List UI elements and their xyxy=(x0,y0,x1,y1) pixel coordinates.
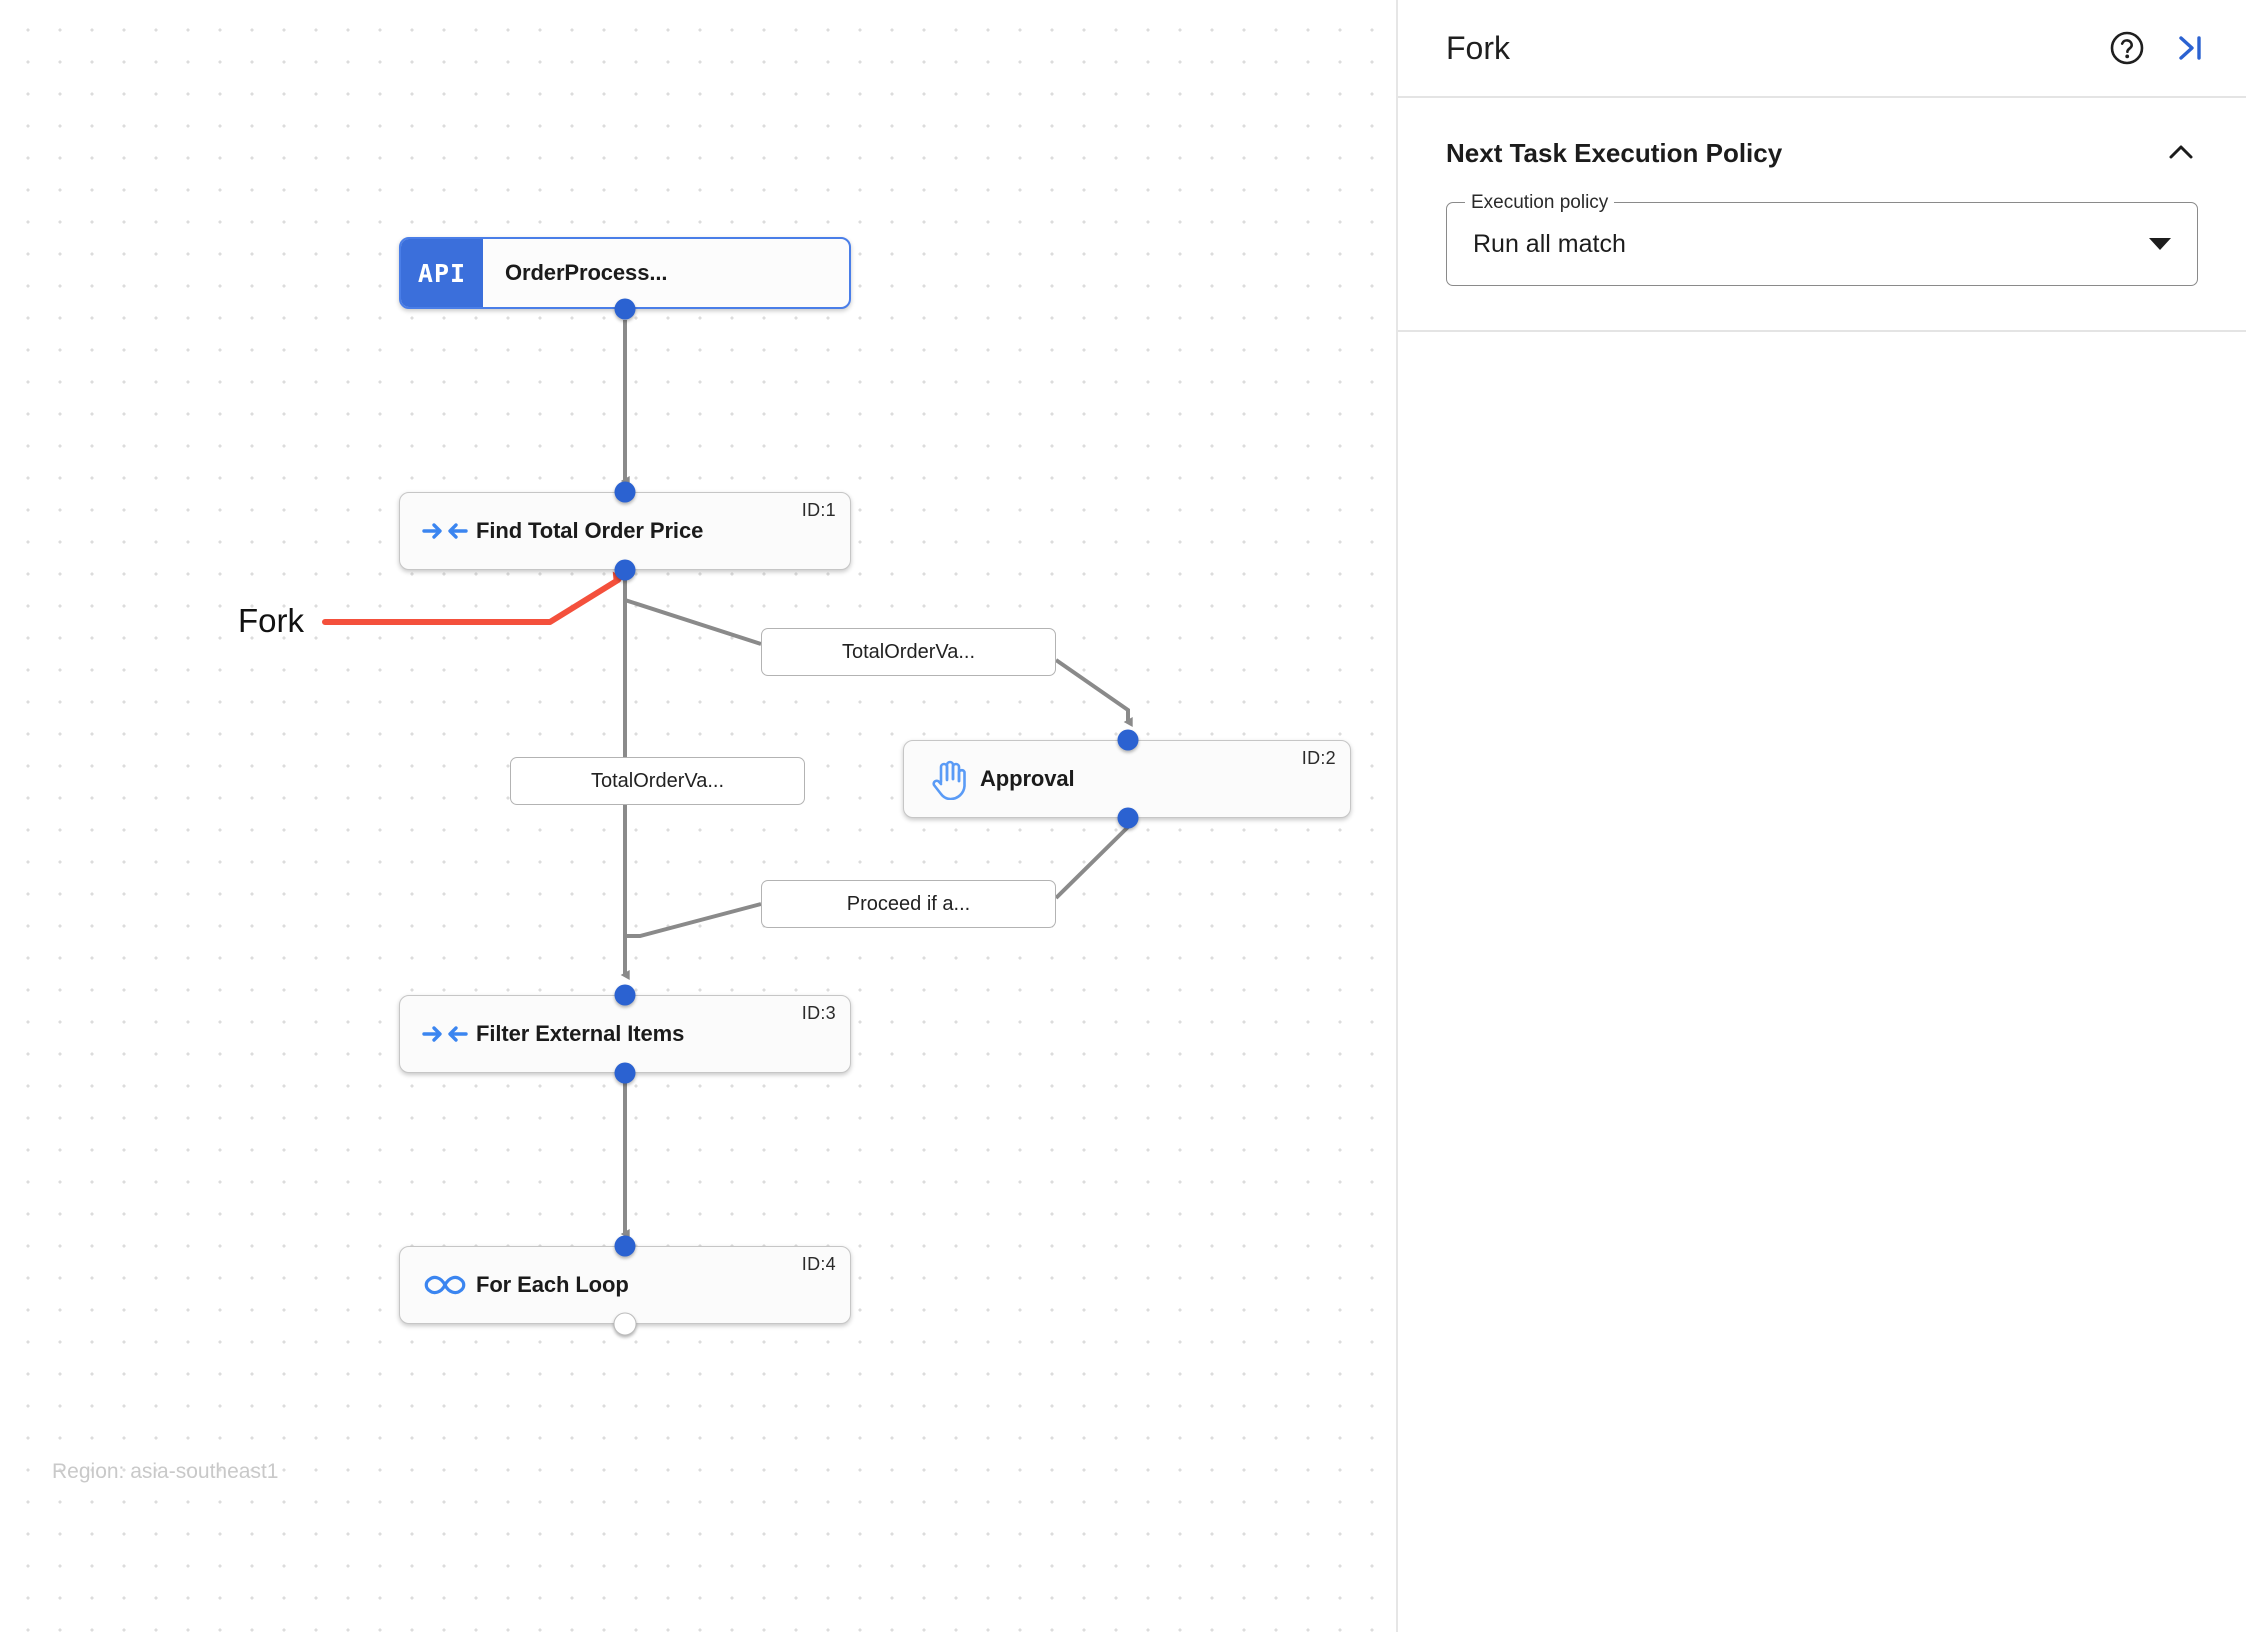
properties-panel: Fork Next Task Execution Policy xyxy=(1398,0,2246,1632)
api-badge-icon: API xyxy=(401,239,483,307)
node-id-badge: ID:4 xyxy=(801,1254,836,1274)
converge-arrows-icon xyxy=(414,1021,476,1047)
hand-approval-icon xyxy=(918,758,980,800)
node-find-total-order-price[interactable]: Find Total Order Price ID:1 xyxy=(399,492,851,570)
node-title: Find Total Order Price xyxy=(476,518,704,543)
converge-arrows-icon xyxy=(414,518,476,544)
node-port-input-filter-external-items[interactable] xyxy=(614,984,636,1006)
workflow-canvas[interactable]: API OrderProcess... Find Total Order Pri… xyxy=(0,0,1398,1632)
node-title: OrderProcess... xyxy=(505,260,668,285)
section-title: Next Task Execution Policy xyxy=(1446,137,1783,168)
page-title: Fork xyxy=(1446,29,1510,66)
execution-policy-value: Run all match xyxy=(1473,229,1626,258)
chevron-up-icon[interactable] xyxy=(2164,136,2198,170)
node-id-badge: ID:3 xyxy=(801,1003,836,1023)
node-port-input-find-total-order-price[interactable] xyxy=(614,481,636,503)
node-filter-external-items[interactable]: Filter External Items ID:3 xyxy=(399,995,851,1073)
section-header[interactable]: Next Task Execution Policy xyxy=(1446,136,2198,170)
edge-label-totalordervalue-direct[interactable]: TotalOrderVa... xyxy=(510,757,805,805)
node-approval[interactable]: Approval ID:2 xyxy=(903,740,1351,818)
node-title: For Each Loop xyxy=(476,1272,629,1297)
node-id-badge: ID:1 xyxy=(801,500,836,520)
node-port-output-approval[interactable] xyxy=(1117,807,1139,829)
node-title: Filter External Items xyxy=(476,1021,685,1046)
execution-policy-label: Execution policy xyxy=(1465,192,1615,214)
node-port-output-filter-external-items[interactable] xyxy=(614,1062,636,1084)
edge-label-proceed-if-approved[interactable]: Proceed if a... xyxy=(761,880,1056,928)
node-port-output-fork[interactable] xyxy=(614,559,636,581)
node-port-output-for-each-loop[interactable] xyxy=(613,1312,637,1336)
node-port-input-for-each-loop[interactable] xyxy=(614,1235,636,1257)
node-port-output-orderprocess[interactable] xyxy=(614,298,636,320)
annotation-label-fork: Fork xyxy=(238,602,304,639)
node-title: Approval xyxy=(980,766,1075,791)
panel-header: Fork xyxy=(1398,0,2246,98)
caret-down-icon[interactable] xyxy=(2149,238,2171,250)
edge-label-totalordervalue-approval[interactable]: TotalOrderVa... xyxy=(761,628,1056,676)
next-task-execution-policy-section: Next Task Execution Policy Execution pol… xyxy=(1398,98,2246,332)
node-id-badge: ID:2 xyxy=(1301,748,1336,768)
region-label: Region: asia-southeast1 xyxy=(52,1460,279,1483)
node-port-input-approval[interactable] xyxy=(1117,729,1139,751)
help-circle-icon[interactable] xyxy=(2108,29,2146,67)
infinity-loop-icon xyxy=(414,1272,476,1298)
execution-policy-select[interactable]: Execution policy Run all match xyxy=(1446,192,2198,286)
collapse-right-icon[interactable] xyxy=(2170,29,2208,67)
